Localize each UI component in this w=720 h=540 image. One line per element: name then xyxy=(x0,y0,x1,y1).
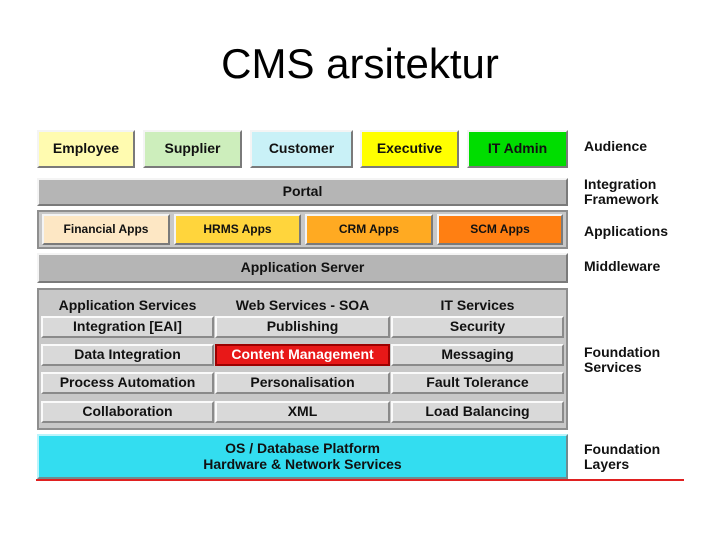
service-security: Security xyxy=(391,316,564,338)
side-label-applications: Applications xyxy=(584,223,669,239)
side-label-audience: Audience xyxy=(584,138,648,154)
service-header-web-soa: Web Services - SOA xyxy=(235,297,370,314)
audience-customer: Customer xyxy=(250,130,353,168)
app-financial: Financial Apps xyxy=(42,214,170,245)
service-process-automation: Process Automation xyxy=(41,372,214,394)
foundation-line-hw-net: Hardware & Network Services xyxy=(203,455,402,472)
audience-supplier: Supplier xyxy=(143,130,242,168)
foundation-line-os-db: OS / Database Platform xyxy=(225,439,380,456)
bottom-rule xyxy=(36,479,684,481)
audience-it-admin: IT Admin xyxy=(467,130,568,168)
portal-bar: Portal xyxy=(37,178,568,206)
service-header-it: IT Services xyxy=(440,297,515,314)
service-publishing: Publishing xyxy=(215,316,390,338)
foundation-layer-bar: OS / Database Platform Hardware & Networ… xyxy=(37,434,568,479)
service-integration-eai: Integration [EAI] xyxy=(41,316,214,338)
audience-executive: Executive xyxy=(360,130,459,168)
application-server-bar: Application Server xyxy=(37,253,568,283)
service-data-integration: Data Integration xyxy=(41,344,214,366)
service-messaging: Messaging xyxy=(391,344,564,366)
side-label-integration-framework: Integration Framework xyxy=(584,176,659,207)
service-fault-tolerance: Fault Tolerance xyxy=(391,372,564,394)
side-label-foundation-services: Foundation Services xyxy=(584,344,661,375)
app-crm: CRM Apps xyxy=(305,214,433,245)
service-content-management: Content Management xyxy=(215,344,390,366)
service-xml: XML xyxy=(215,401,390,423)
service-load-balancing: Load Balancing xyxy=(391,401,564,423)
service-collaboration: Collaboration xyxy=(41,401,214,423)
service-personalisation: Personalisation xyxy=(215,372,390,394)
audience-employee: Employee xyxy=(37,130,135,168)
app-scm: SCM Apps xyxy=(437,214,563,245)
app-hrms: HRMS Apps xyxy=(174,214,301,245)
service-header-application: Application Services xyxy=(58,297,197,314)
side-label-middleware: Middleware xyxy=(584,258,661,274)
page-title: CMS arsitektur xyxy=(221,40,499,87)
side-label-foundation-layers: Foundation Layers xyxy=(584,441,661,472)
